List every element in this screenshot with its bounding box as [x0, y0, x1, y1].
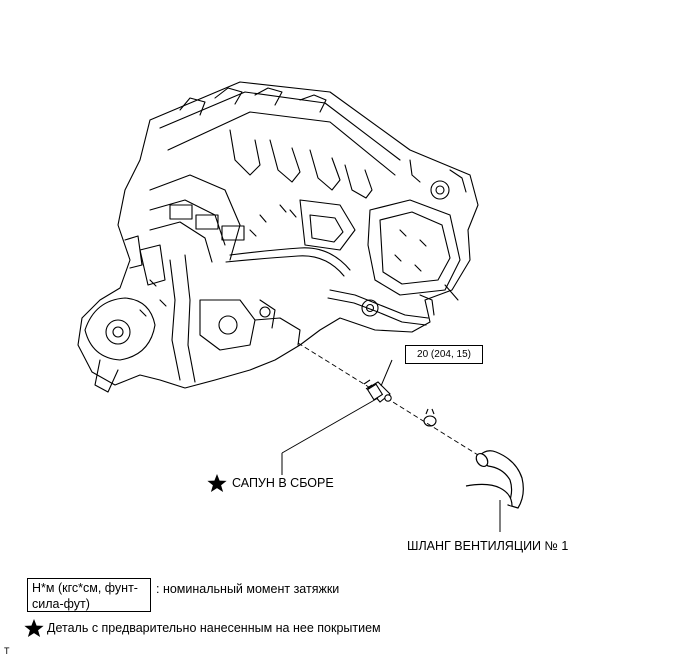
torque-units-line2: сила-фут)	[32, 597, 90, 611]
legend-star-icon	[24, 619, 44, 637]
breather-assembly-label: САПУН В СБОРЕ	[232, 476, 334, 490]
precoat-star-icon	[207, 474, 227, 492]
hose-clip-drawing	[423, 408, 437, 427]
precoat-legend-description: Деталь с предварительно нанесенным на не…	[47, 621, 381, 635]
torque-units-legend-box: Н*м (кгс*см, фунт- сила-фут)	[27, 578, 151, 612]
engine-assembly-illustration	[77, 81, 479, 393]
torque-spec-value: 20 (204, 15)	[417, 349, 471, 360]
torque-spec-box: 20 (204, 15)	[405, 345, 483, 364]
illustration-code: T	[4, 646, 10, 656]
ventilation-hose-drawing	[465, 450, 524, 509]
ventilation-hose-label: ШЛАНГ ВЕНТИЛЯЦИИ № 1	[407, 539, 569, 553]
breather-part-drawing	[363, 379, 392, 403]
torque-legend-description: : номинальный момент затяжки	[156, 582, 340, 596]
leader-lines	[281, 359, 501, 532]
torque-units-line1: Н*м (кгс*см, фунт-	[32, 581, 138, 595]
